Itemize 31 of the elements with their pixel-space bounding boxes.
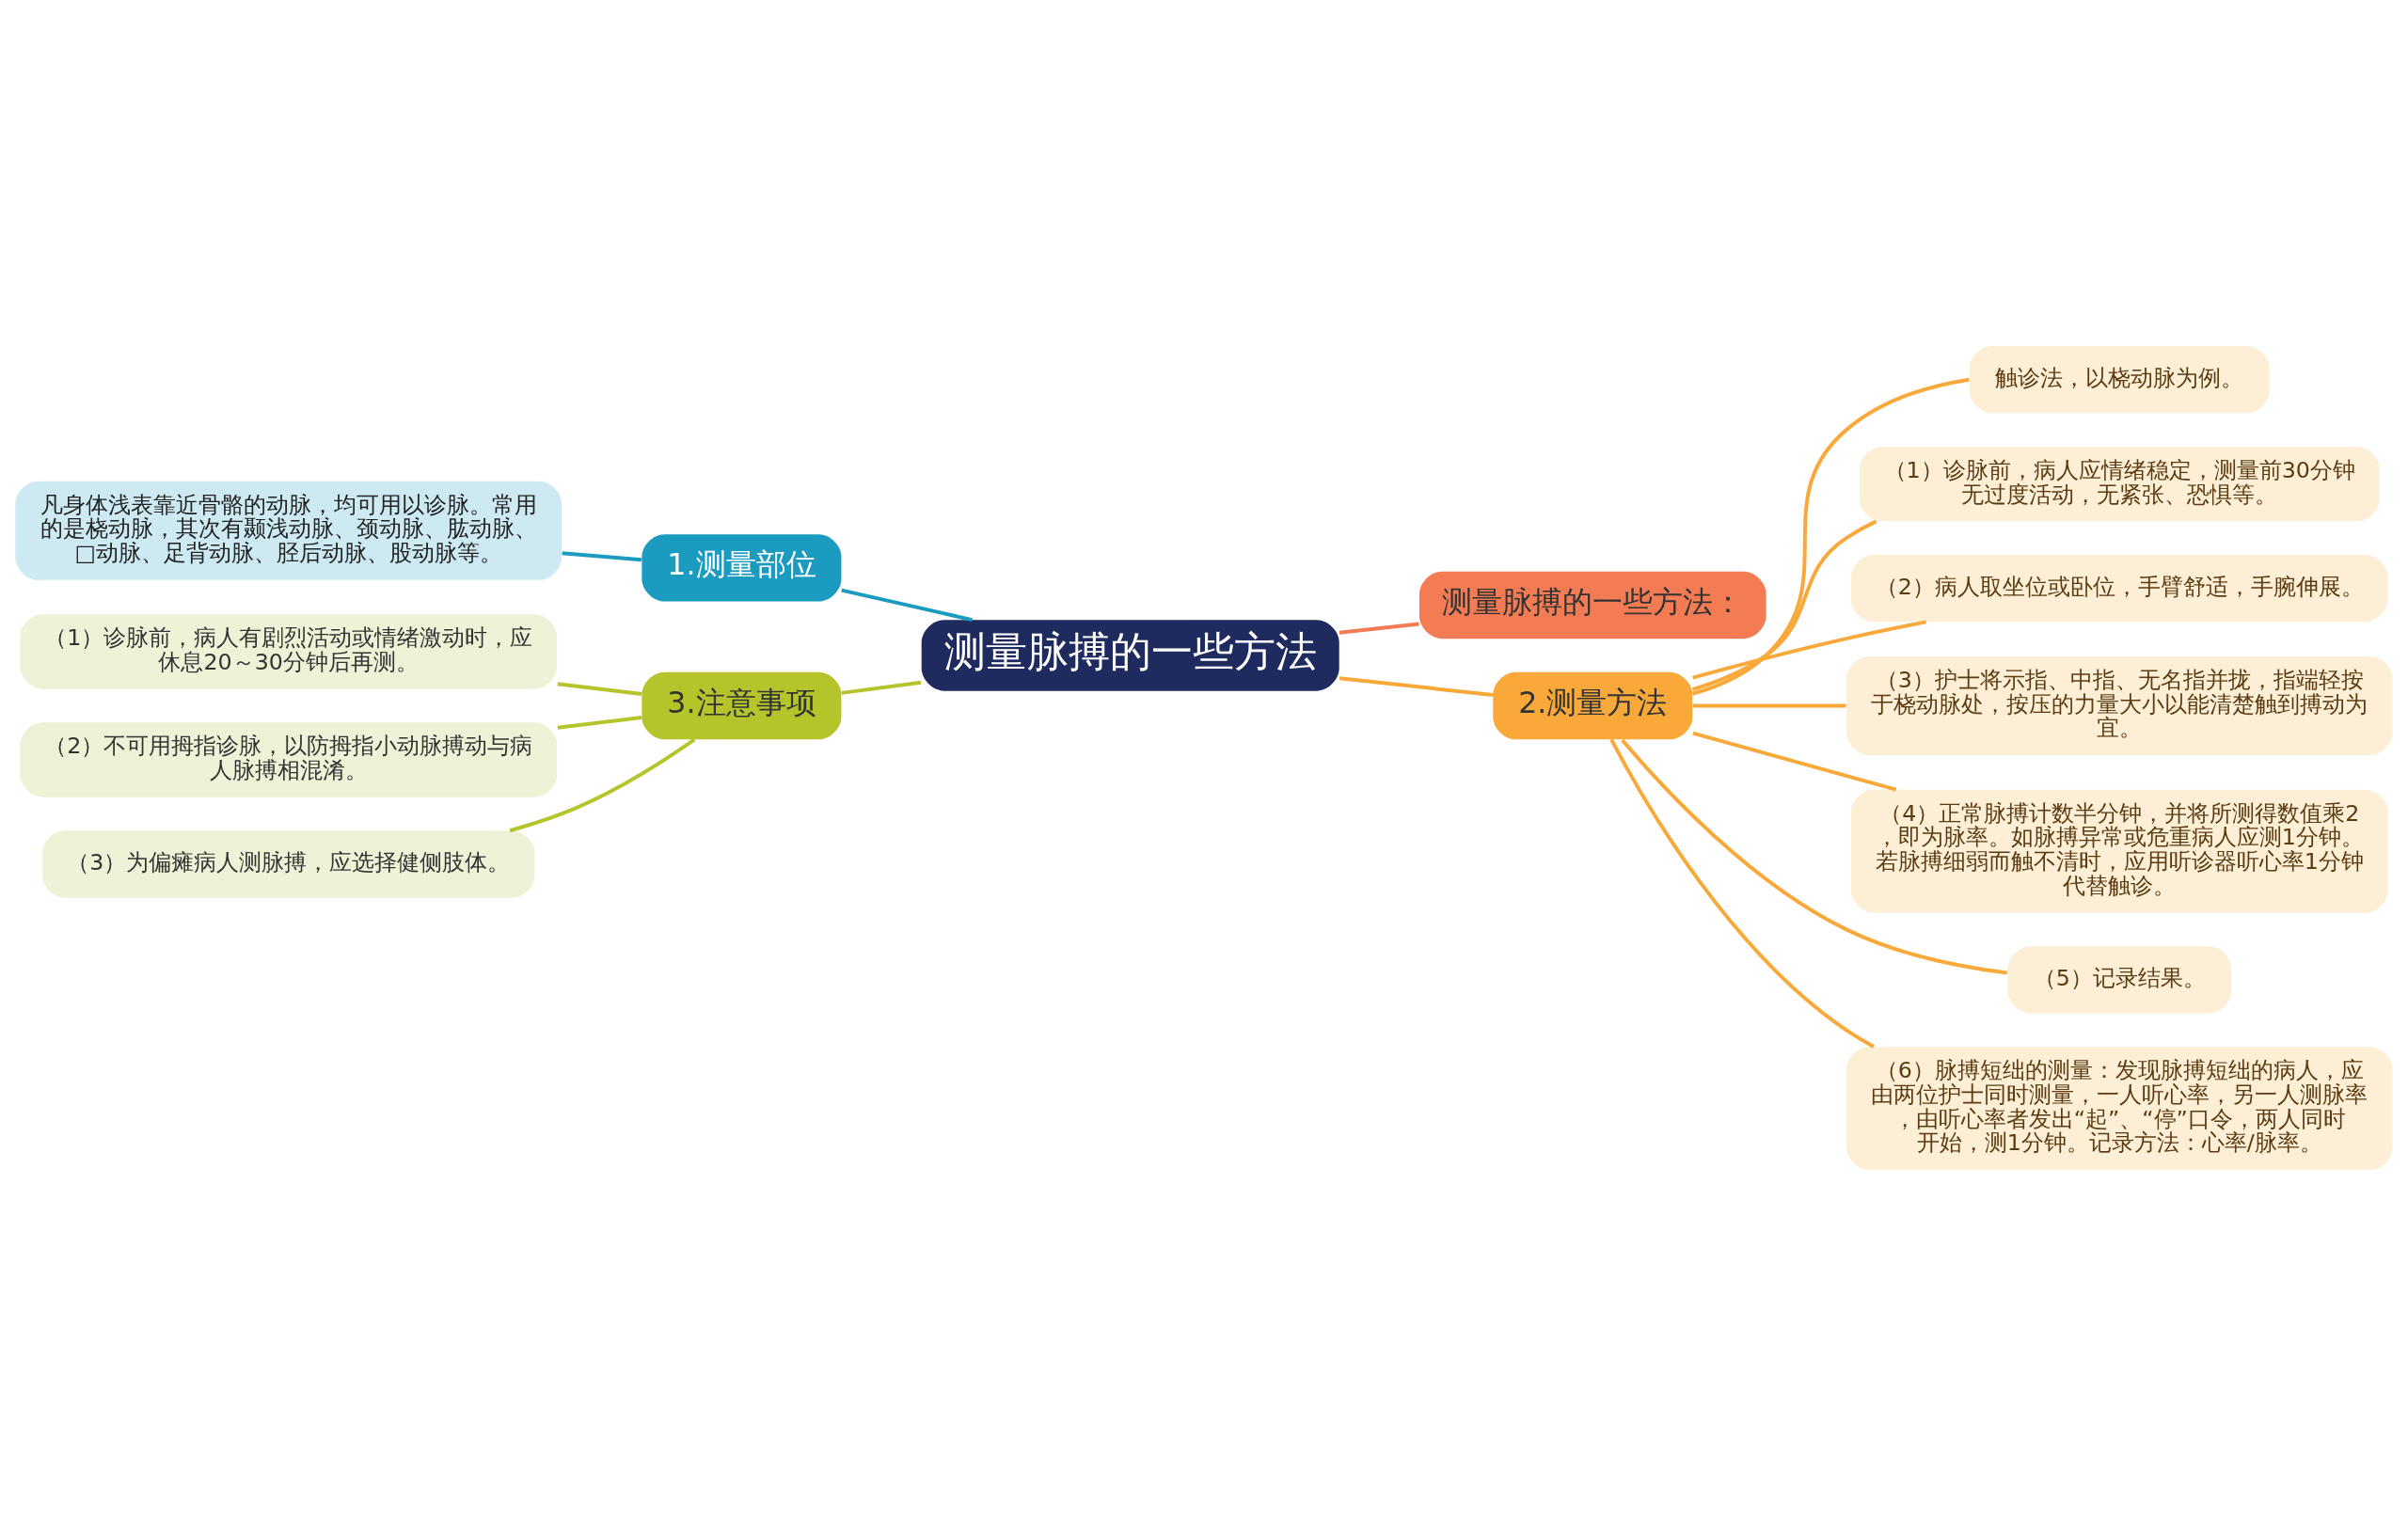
node-box: 1.测量部位 [642, 533, 842, 601]
connector [1692, 703, 1846, 707]
node-box: （4）正常脉搏计数半分钟，并将所测得数值乘2，即为脉率。如脉搏异常或危重病人应测1分钟。若脉搏细弱而触不清时，应用听诊器听心率1分钟代替触诊。 [1850, 789, 2388, 912]
node-box: （5）记录结果。 [2007, 945, 2232, 1014]
node-box: （6）脉搏短绌的测量：发现脉搏短绌的病人，应由两位护士同时测量，一人听心率，另一人测脉率，由听心率者发出“起”、“停”口令，两人同时开始，测1分钟。记录方法：心率/脉率。 [1846, 1046, 2393, 1170]
node-box: 测量脉搏的一些方法 [921, 619, 1339, 691]
node-box: 测量脉搏的一些方法： [1418, 571, 1766, 639]
connector [1692, 731, 1897, 792]
node-box: （3）护士将示指、中指、无名指并拢，指端轻按于桡动脉处，按压的力量大小以能清楚触到搏动为宜。 [1846, 655, 2393, 755]
connector [562, 550, 642, 561]
node-box: 凡身体浅表靠近骨骼的动脉，均可用以诊脉。常用的是桡动脉，其次有颞浅动脉、颈动脉、肱动脉、□动脉、足背动脉、胫后动脉、股动脉等。 [15, 481, 562, 580]
connector [1691, 519, 1877, 691]
node-box: 触诊法，以桡动脉为例。 [1969, 345, 2270, 413]
connector [557, 715, 642, 730]
node-box: 3.注意事项 [642, 671, 842, 739]
node-box: （2）不可用拇指诊脉，以防拇指小动脉搏动与病人脉搏相混淆。 [20, 721, 558, 797]
connector [557, 681, 642, 696]
node-box: （1）诊脉前，病人应情绪稳定，测量前30分钟无过度活动，无紧张、恐惧等。 [1859, 446, 2380, 521]
connector [841, 588, 973, 622]
connector [1609, 737, 1875, 1049]
connector [509, 737, 696, 832]
connector [1692, 377, 1970, 696]
connector [1339, 622, 1419, 635]
node-box: （3）为偏瘫病人测脉搏，应选择健侧肢体。 [42, 829, 535, 898]
connector [841, 680, 922, 695]
node-box: （1）诊脉前，病人有剧烈活动或情绪激动时，应休息20～30分钟后再测。 [20, 613, 558, 689]
node-box: 2.测量方法 [1493, 671, 1693, 739]
connector [1621, 738, 2008, 975]
connector [1339, 675, 1494, 697]
connector [1692, 619, 1926, 680]
node-box: （2）病人取坐位或卧位，手臂舒适，手腕伸展。 [1850, 554, 2388, 622]
